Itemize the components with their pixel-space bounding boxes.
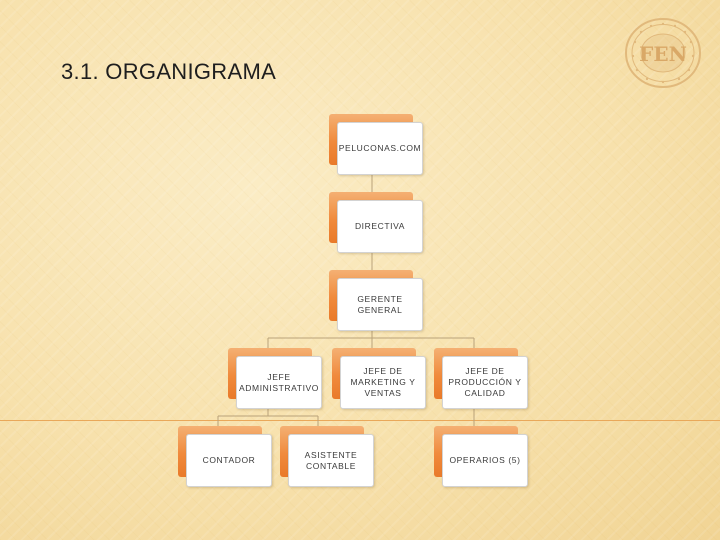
org-node-jefe-marketing: JEFE DE MARKETING Y VENTAS [332, 348, 426, 409]
org-node-operarios: OPERARIOS (5) [434, 426, 528, 487]
org-node-jefe-administrativo: JEFE ADMINISTRATIVO [228, 348, 322, 409]
org-node-top: PELUCONAS.COM [329, 114, 423, 175]
org-node-jefe-produccion: JEFE DE PRODUCCIÓN Y CALIDAD [434, 348, 528, 409]
org-node-gerente: GERENTE GENERAL [329, 270, 423, 331]
horizontal-rule [0, 420, 720, 421]
node-label: JEFE ADMINISTRATIVO [236, 356, 322, 409]
slide-title: 3.1. ORGANIGRAMA [61, 59, 277, 84]
node-label: PELUCONAS.COM [337, 122, 423, 175]
node-label: DIRECTIVA [337, 200, 423, 253]
seal-text: FEN [639, 42, 687, 66]
node-label: CONTADOR [186, 434, 272, 487]
node-label: JEFE DE PRODUCCIÓN Y CALIDAD [442, 356, 528, 409]
node-label: JEFE DE MARKETING Y VENTAS [340, 356, 426, 409]
fen-seal-icon: FEN [625, 18, 701, 88]
node-label: ASISTENTE CONTABLE [288, 434, 374, 487]
org-node-asistente: ASISTENTE CONTABLE [280, 426, 374, 487]
node-label: OPERARIOS (5) [442, 434, 528, 487]
node-label: GERENTE GENERAL [337, 278, 423, 331]
org-node-directiva: DIRECTIVA [329, 192, 423, 253]
org-node-contador: CONTADOR [178, 426, 272, 487]
